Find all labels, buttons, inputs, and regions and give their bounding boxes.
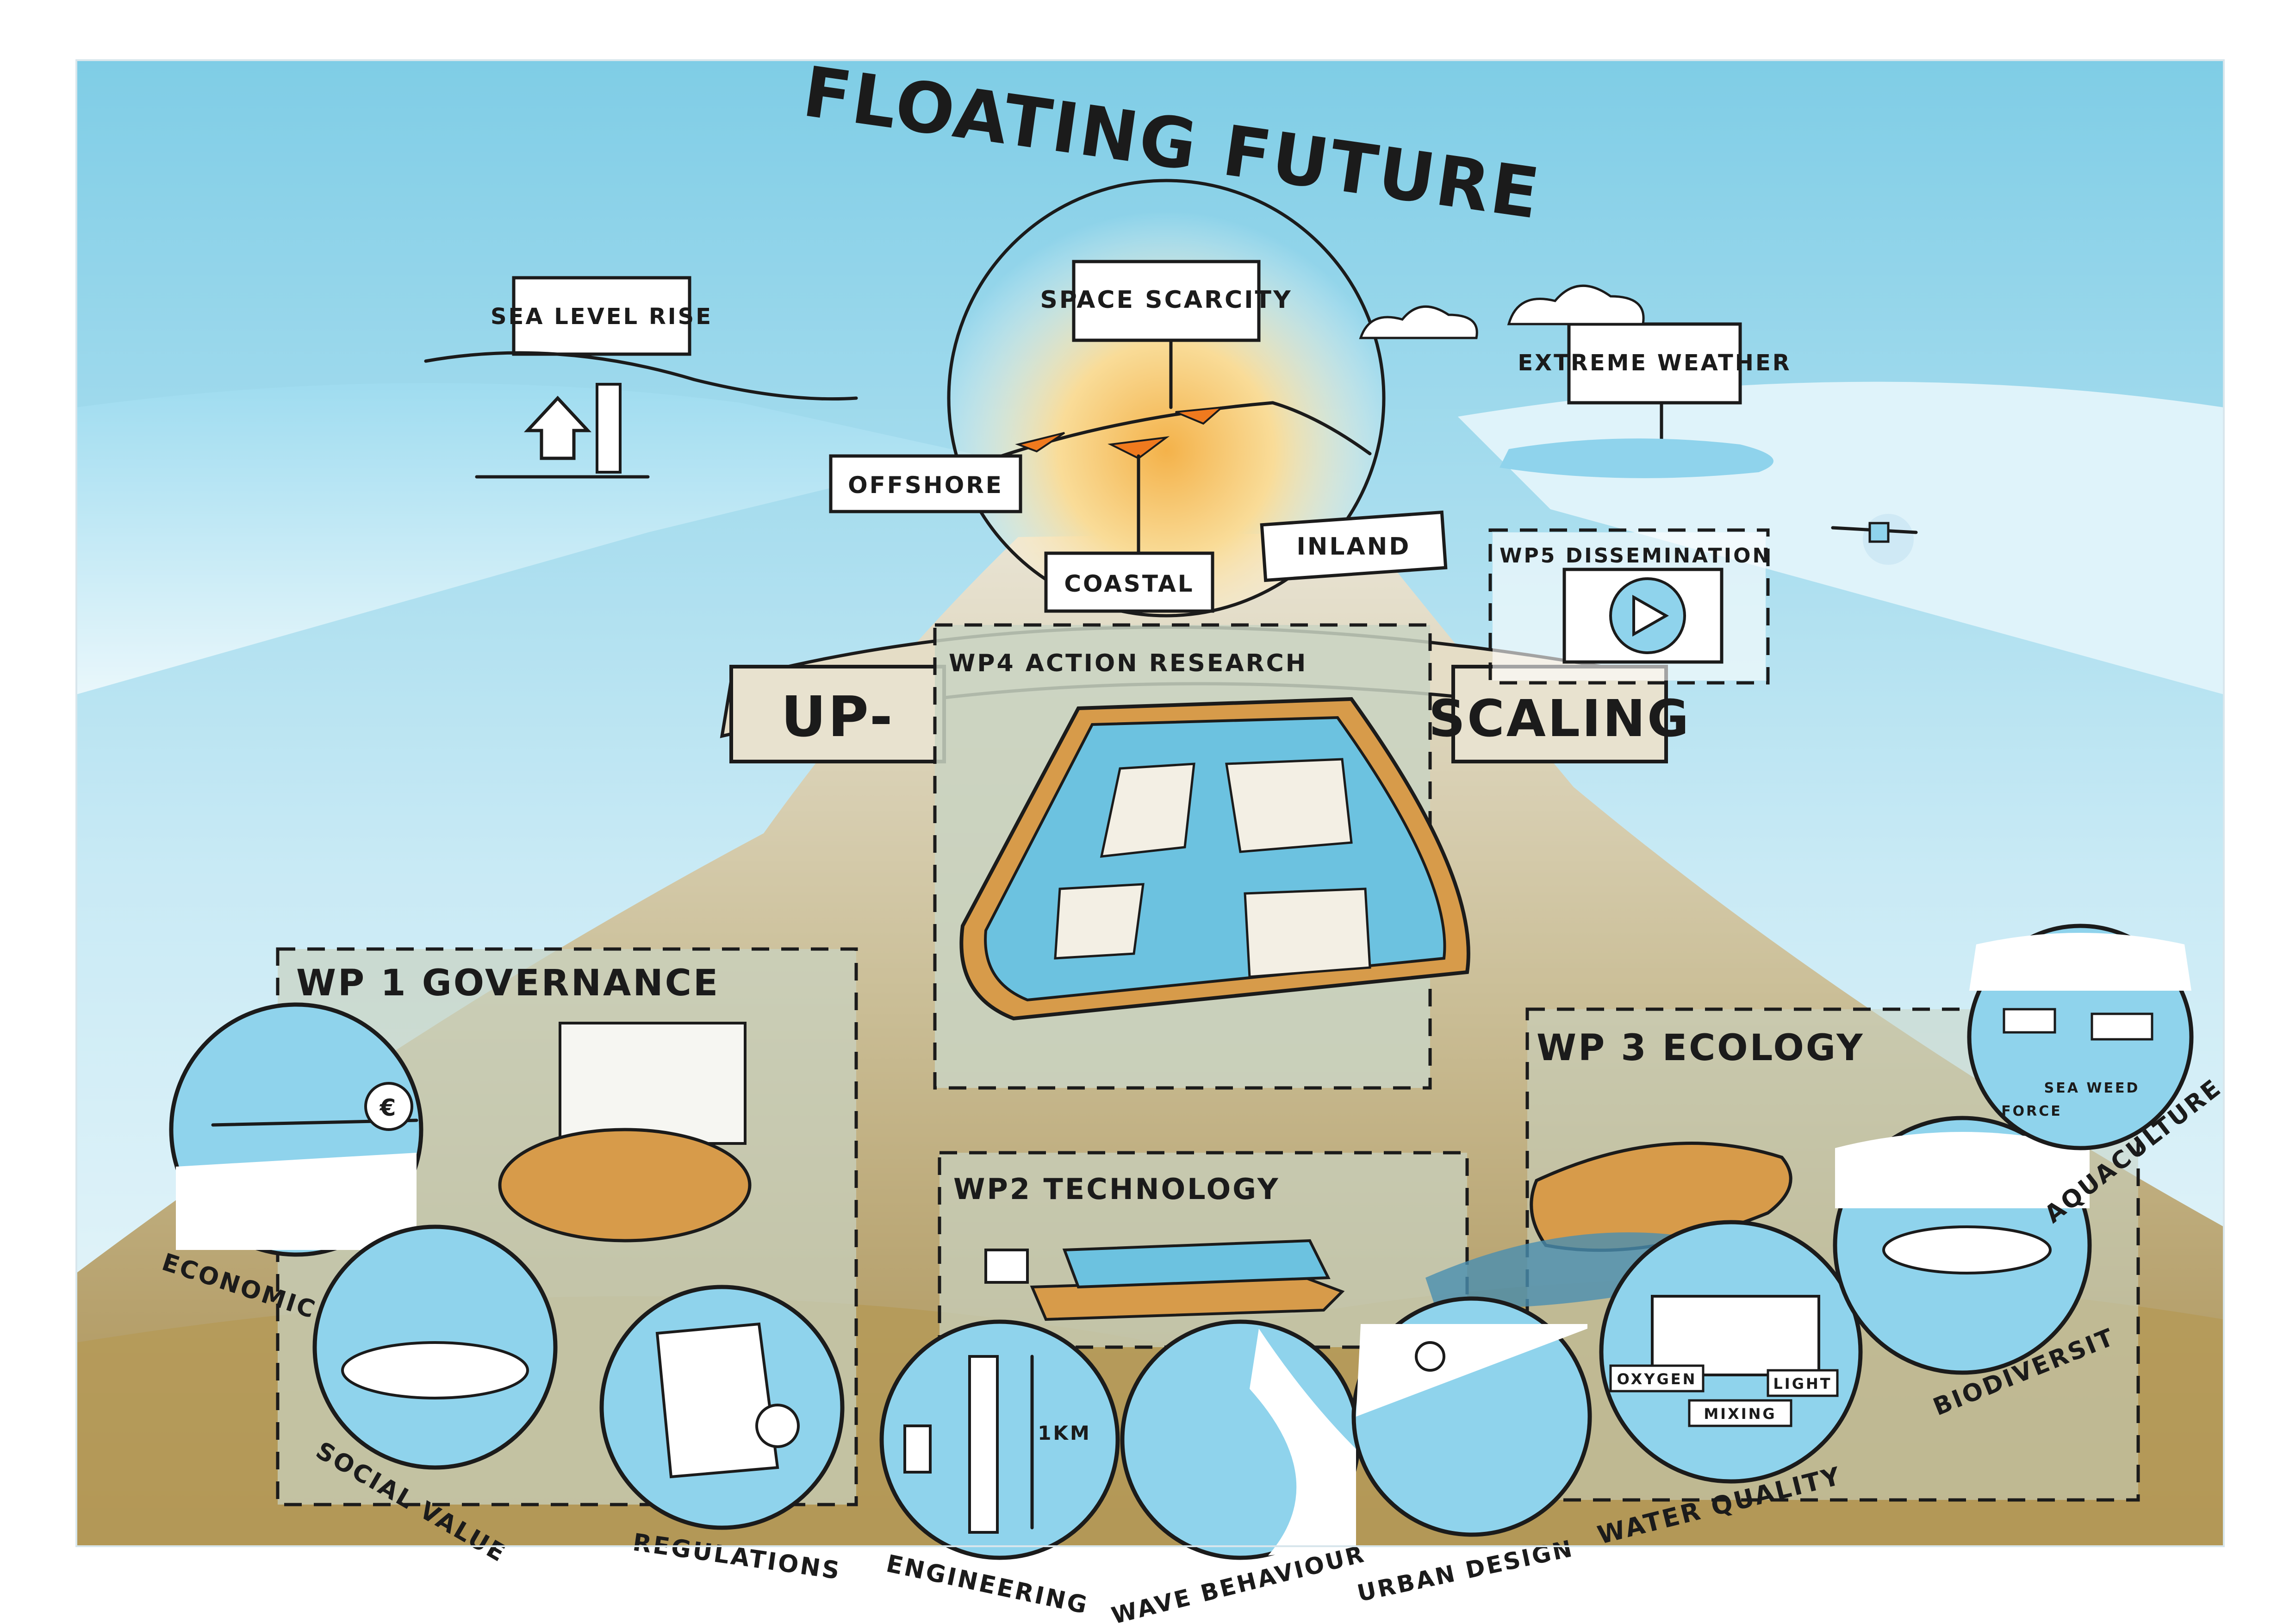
wp2-label: WP2 TECHNOLOGY [953,1172,1280,1206]
stamp-icon [755,1404,800,1448]
wp1-label: WP 1 GOVERNANCE [296,962,720,1004]
cloud-icon [1359,305,1478,339]
upscaling-banner: UP- SCALING [729,665,1691,763]
wp2-technology-box: WP2 TECHNOLOGY [938,1151,1469,1349]
engineering-label: ENGINEERING [884,1550,1091,1620]
urban-design-bubble: URBAN DESIGN [1351,1296,1592,1607]
wp5-dissemination-box: WP5 DISSEMINATION [1488,514,1918,685]
image-frame [75,59,2225,1547]
sea-weed-label: SEA WEED [2044,1080,2140,1096]
upscaling-right-label: SCALING [1429,689,1691,748]
satellite-icon [1831,514,1918,565]
upscaling-left-label: UP- [781,685,894,750]
extreme-weather-label: EXTREME WEATHER [1518,350,1791,376]
km-label: 1KM [1038,1422,1091,1444]
coastal-label: COASTAL [1064,570,1194,597]
euro-symbol: € [380,1094,398,1121]
space-scarcity-label: SPACE SCARCITY [1040,286,1292,314]
coastal-sign: COASTAL [1044,551,1214,613]
wp5-label: WP5 DISSEMINATION [1500,544,1771,568]
inland-sign: INLAND [1260,510,1448,582]
rain-cloud-icon [1507,284,1645,325]
oxygen-label: OXYGEN [1617,1370,1697,1388]
force-label: FORCE [2001,1103,2062,1119]
globe [947,179,1386,618]
wp4-action-research-box: WP4 ACTION RESEARCH [933,623,1470,1090]
water-quality-bubble: OXYGEN LIGHT MIXING WATER QUALITY [1594,1220,1863,1550]
sea-level-rise-label: SEA LEVEL RISE [491,304,713,330]
inland-label: INLAND [1297,533,1411,561]
wave-behaviour-bubble: WAVE BEHAVIOUR [1109,1319,1368,1624]
offshore-sign: OFFSHORE [829,454,1022,513]
light-label: LIGHT [1773,1375,1832,1393]
money-bag-icon [364,1082,413,1131]
sea-level-rise-sign: SEA LEVEL RISE [424,276,858,479]
regulations-bubble: REGULATIONS [599,1285,845,1585]
wp3-label: WP 3 ECOLOGY [1537,1027,1865,1069]
space-scarcity-sign: SPACE SCARCITY [1040,260,1292,342]
wp4-label: WP4 ACTION RESEARCH [949,650,1307,677]
offshore-label: OFFSHORE [848,472,1003,499]
mixing-label: MIXING [1704,1405,1776,1423]
engineering-bubble: 1KM ENGINEERING [879,1319,1120,1620]
extreme-weather-sign: EXTREME WEATHER [1359,284,1791,478]
